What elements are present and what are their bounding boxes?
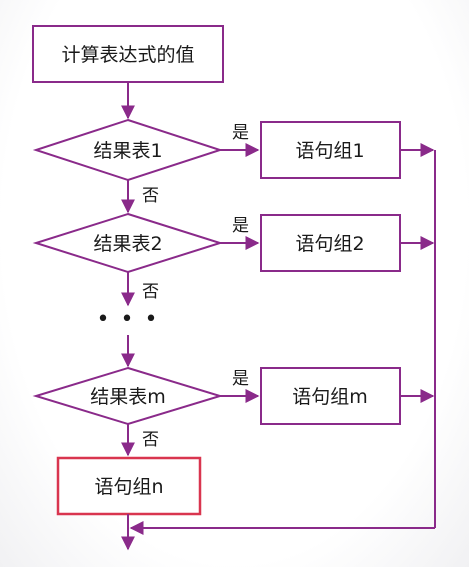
- edge-yes-label-1: 是: [232, 123, 249, 143]
- ellipsis-dots: • • •: [97, 307, 160, 332]
- start-box: [32, 25, 224, 83]
- edge-yes-label-m: 是: [232, 369, 249, 389]
- statement-box-m-label: 语句组m: [292, 386, 368, 408]
- decision-1-label: 结果表1: [93, 140, 162, 162]
- edge-no-label-1: 否: [142, 186, 159, 206]
- edge-no-label-2: 否: [142, 282, 159, 302]
- decision-2-label: 结果表2: [93, 233, 162, 255]
- decision-m-label: 结果表m: [90, 386, 166, 408]
- statement-box-2: [260, 214, 401, 272]
- edge-yes-label-2: 是: [232, 216, 249, 236]
- statement-box-n-label: 语句组n: [94, 476, 163, 498]
- start-box-label: 计算表达式的值: [61, 44, 194, 66]
- statement-box-n: [56, 456, 202, 516]
- edge-no-label-m: 否: [142, 430, 159, 450]
- statement-box-1-label: 语句组1: [295, 140, 364, 162]
- statement-box-2-label: 语句组2: [295, 233, 364, 255]
